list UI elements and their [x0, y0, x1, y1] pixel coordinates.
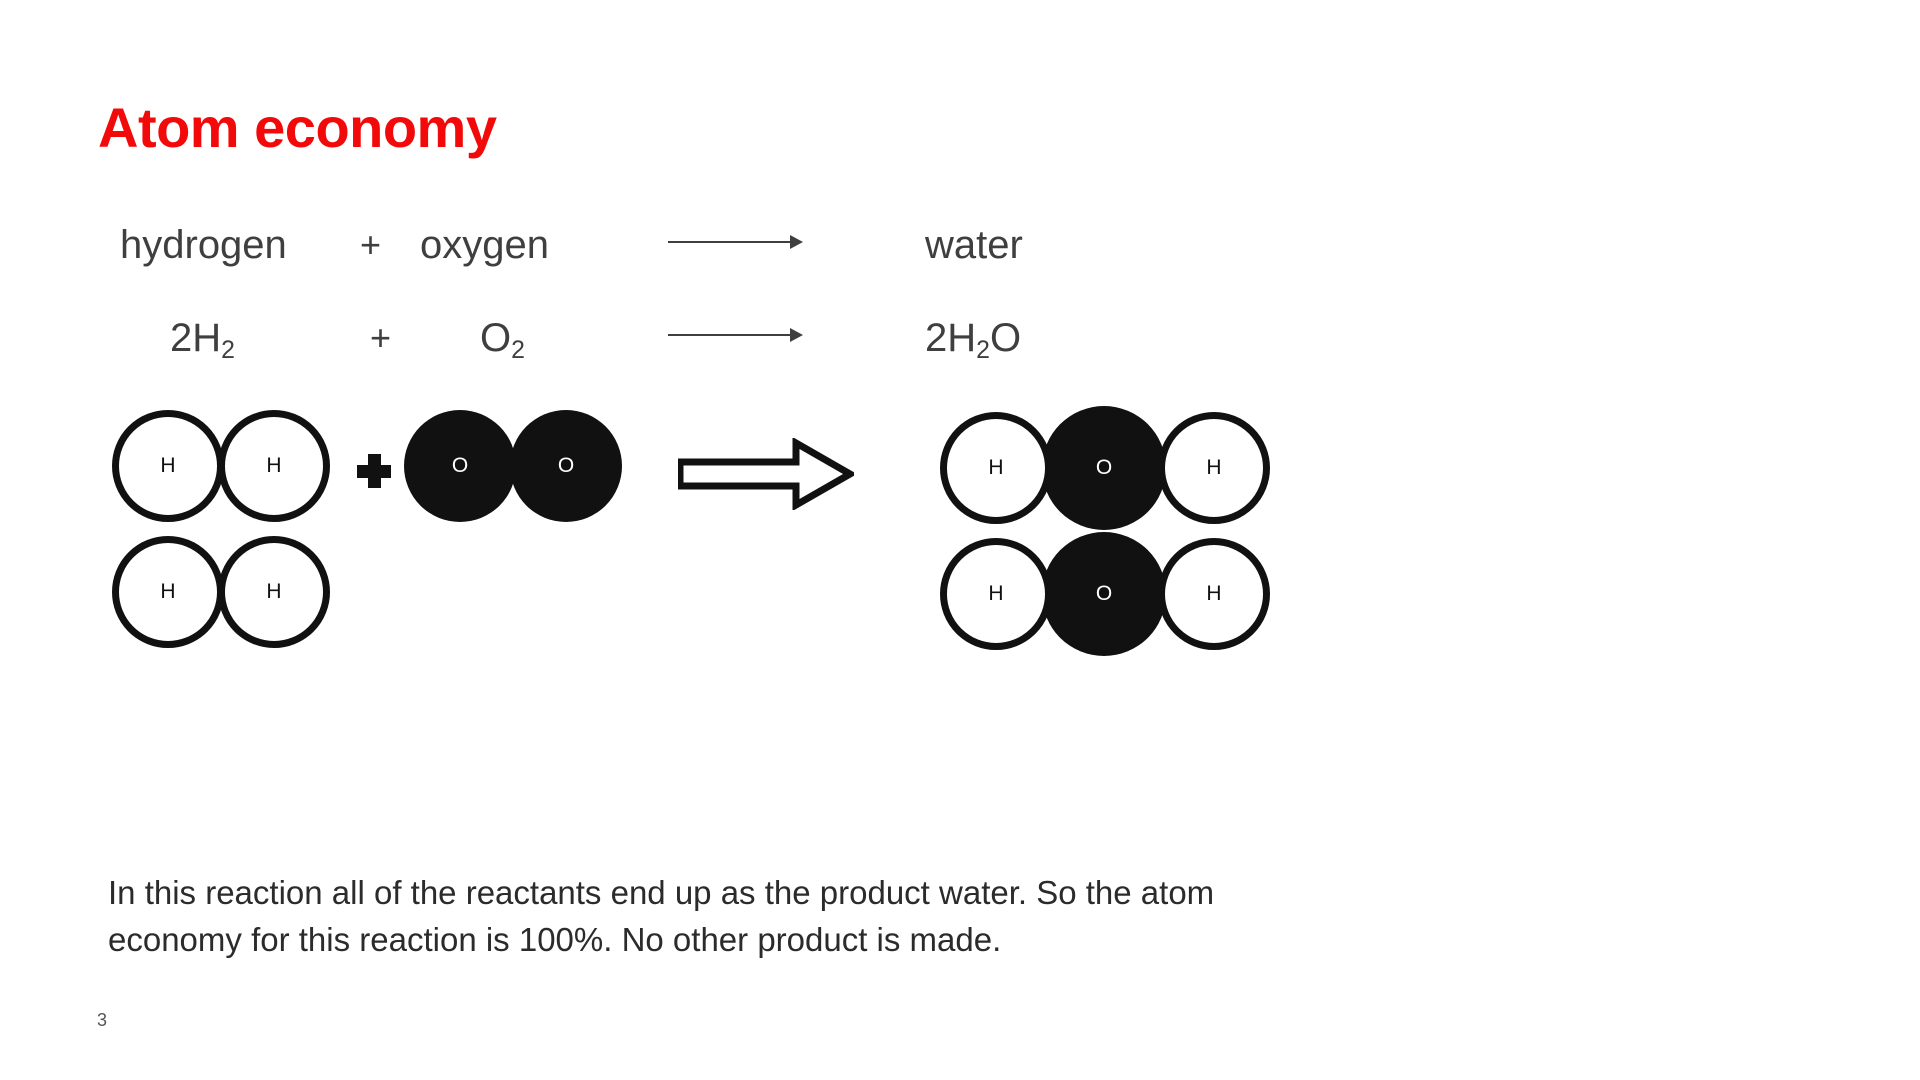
hydrogen-atom: H [1158, 538, 1270, 650]
hydrogen-atom: H [218, 410, 330, 522]
hydrogen-atom: H [112, 536, 224, 648]
block-arrow-right-icon [678, 438, 854, 510]
body-line-1: In this reaction all of the reactants en… [108, 874, 1215, 911]
plus-icon [357, 454, 391, 488]
formula-reactant-hydrogen: 2H2 [170, 308, 235, 374]
formula-water-subscript: 2 [976, 336, 990, 364]
page-title: Atom economy [98, 96, 497, 159]
hydrogen-atom: H [940, 538, 1052, 650]
body-line-2: economy for this reaction is 100%. No ot… [108, 920, 1002, 958]
hydrogen-atom: H [1158, 412, 1270, 524]
formula-product-water: 2H2O [925, 308, 1021, 374]
formula-reactant-oxygen: O2 [480, 308, 525, 374]
arrow-shaft [668, 241, 796, 243]
formula-equation-row: 2H2 + O2 2H2O [0, 308, 1920, 368]
formula-hydrogen-base: 2H [170, 316, 222, 360]
thin-arrow-right-icon [668, 325, 803, 345]
arrow-head [790, 235, 803, 249]
hydrogen-atom: H [940, 412, 1052, 524]
word-equation-plus-sign: + [360, 224, 382, 265]
word-equation-reactant-oxygen: oxygen [420, 223, 549, 267]
thin-arrow-right-icon [668, 232, 803, 252]
hydrogen-atom: H [218, 536, 330, 648]
formula-water-suffix: O [989, 316, 1022, 360]
hydrogen-atom: H [112, 410, 224, 522]
formula-oxygen-subscript: 2 [511, 336, 525, 364]
arrow-head [790, 328, 803, 342]
body-paragraph: In this reaction all of the reactants en… [108, 870, 1618, 964]
reaction-diagram: H H H H O O H O H H O H [0, 400, 1920, 680]
water-molecule: H O H [940, 532, 1280, 656]
oxygen-atom: O [510, 410, 622, 522]
oxygen-atom: O [1042, 406, 1166, 530]
word-equation-product-water: water [925, 223, 1023, 267]
word-equation-reactant-hydrogen: hydrogen [120, 223, 287, 267]
oxygen-molecule: O O [404, 410, 654, 530]
formula-equation-plus-sign: + [370, 317, 392, 358]
hydrogen-molecule: H H [112, 410, 362, 530]
formula-oxygen-base: O [480, 316, 512, 360]
water-molecule: H O H [940, 406, 1280, 530]
oxygen-atom: O [1042, 532, 1166, 656]
oxygen-atom: O [404, 410, 516, 522]
formula-hydrogen-subscript: 2 [221, 336, 235, 364]
plus-vertical-bar [368, 454, 381, 488]
page-number: 3 [97, 1010, 108, 1030]
word-equation-row: hydrogen + oxygen water [0, 215, 1920, 275]
arrow-shaft [668, 334, 796, 336]
formula-water-base: 2H [925, 316, 977, 360]
hydrogen-molecule: H H [112, 536, 362, 656]
